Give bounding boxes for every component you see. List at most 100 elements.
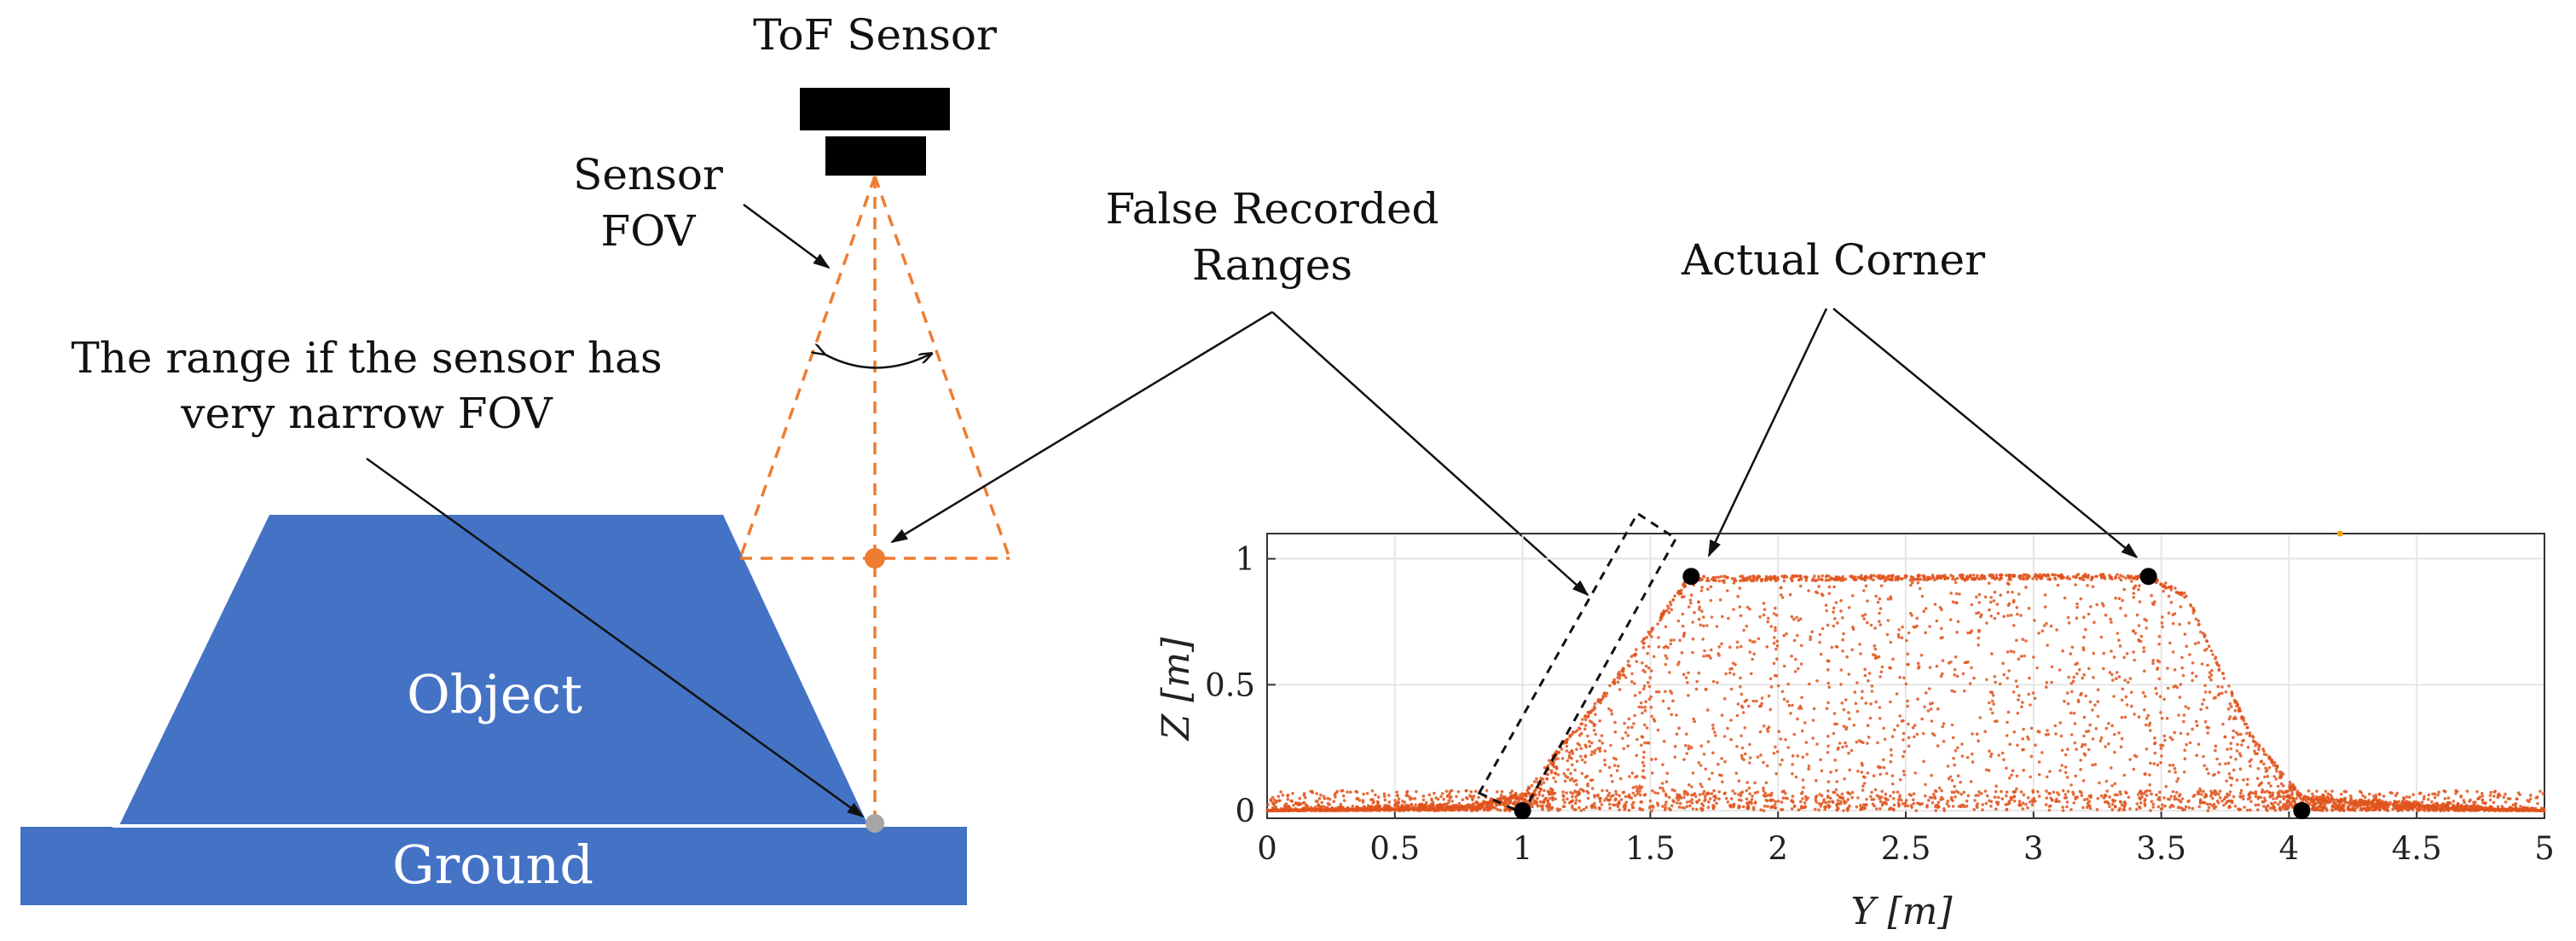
cloud-point: [1954, 580, 1958, 585]
cloud-point: [2459, 794, 2463, 798]
cloud-point: [2286, 806, 2289, 811]
cloud-point: [2377, 798, 2382, 802]
cloud-point: [1690, 798, 1694, 801]
cloud-point: [1624, 676, 1628, 679]
cloud-point: [1692, 717, 1695, 721]
cloud-point: [2012, 799, 2017, 803]
cloud-point: [1346, 790, 1349, 794]
cloud-point: [1884, 771, 1889, 776]
cloud-point: [1916, 697, 1919, 701]
cloud-point: [1905, 638, 1908, 643]
cloud-point: [2113, 750, 2116, 754]
cloud-point: [1907, 793, 1912, 796]
cloud-point: [1539, 788, 1543, 791]
cloud-point: [2127, 795, 2131, 800]
cloud-point: [1801, 778, 1805, 782]
cloud-point: [1402, 809, 1405, 812]
cloud-point: [1763, 725, 1766, 728]
cloud-point: [2480, 794, 2485, 798]
cloud-point: [2065, 576, 2069, 580]
cloud-point: [1839, 609, 1843, 613]
cloud-point: [1834, 601, 1838, 604]
cloud-point: [2528, 797, 2533, 801]
cloud-point: [1328, 803, 1331, 806]
cloud-point: [2016, 712, 2019, 715]
cloud-point: [1969, 780, 1973, 783]
cloud-point: [1887, 574, 1890, 578]
cloud-point: [1535, 777, 1538, 781]
cloud-point: [1876, 765, 1880, 769]
cloud-point: [1848, 717, 1851, 721]
cloud-point: [2272, 775, 2277, 778]
cloud-point: [2081, 676, 2084, 680]
cloud-point: [2326, 792, 2330, 796]
cloud-point: [2075, 605, 2079, 609]
cloud-point: [2227, 805, 2231, 809]
cloud-point: [2066, 789, 2070, 794]
cloud-point: [1596, 794, 1600, 798]
cloud-point: [2148, 721, 2152, 725]
cloud-point: [1640, 706, 1644, 709]
cloud-point: [2216, 693, 2220, 697]
cloud-point: [1635, 648, 1638, 651]
cloud-point: [1607, 765, 1612, 770]
cloud-point: [2118, 644, 2122, 648]
cloud-point: [1864, 701, 1867, 705]
cloud-point: [1844, 744, 1849, 748]
cloud-point: [1537, 790, 1542, 794]
cloud-point: [2015, 774, 2019, 778]
cloud-point: [2161, 625, 2164, 629]
cloud-point: [2066, 691, 2069, 695]
cloud-point: [1956, 746, 1959, 750]
cloud-point: [2214, 696, 2217, 700]
cloud-point: [1501, 796, 1505, 800]
cloud-point: [2009, 649, 2013, 653]
cloud-point: [1826, 681, 1831, 685]
cloud-point: [1472, 802, 1475, 805]
cloud-point: [1571, 792, 1575, 795]
cloud-point: [1734, 579, 1738, 583]
cloud-point: [1774, 606, 1777, 610]
cloud-point: [1645, 635, 1648, 639]
cloud-point: [2021, 748, 2024, 752]
cloud-point: [2232, 729, 2236, 733]
cloud-point: [2394, 794, 2398, 797]
cloud-point: [2247, 793, 2251, 796]
cloud-point: [1658, 619, 1662, 622]
cloud-point: [1925, 691, 1928, 695]
cloud-point: [1708, 797, 1712, 800]
cloud-point: [2061, 805, 2064, 809]
cloud-point: [1904, 682, 1908, 686]
cloud-point: [2175, 797, 2179, 801]
cloud-point: [1278, 799, 1282, 803]
cloud-point: [1732, 608, 1735, 611]
cloud-point: [1444, 789, 1449, 794]
cloud-point: [1271, 795, 1275, 800]
cloud-point: [1686, 680, 1689, 684]
cloud-point: [1731, 789, 1734, 793]
cloud-point: [1762, 760, 1765, 765]
cloud-point: [1841, 638, 1844, 642]
cloud-point: [1491, 805, 1495, 808]
cloud-point: [1699, 623, 1703, 626]
cloud-point: [2110, 649, 2113, 653]
cloud-point: [2278, 771, 2282, 774]
cloud-point: [1613, 720, 1617, 725]
cloud-point: [2453, 809, 2457, 812]
cloud-point: [1647, 697, 1652, 701]
cloud-point: [1855, 681, 1859, 684]
cloud-point: [1800, 790, 1804, 794]
cloud-point: [1630, 771, 1635, 775]
cloud-point: [1792, 732, 1797, 736]
cloud-point: [2012, 794, 2016, 799]
cloud-point: [2137, 624, 2141, 627]
cloud-point: [1611, 780, 1614, 783]
cloud-point: [1745, 801, 1749, 805]
cloud-point: [1774, 626, 1777, 630]
cloud-point: [1564, 774, 1568, 778]
cloud-point: [1782, 579, 1786, 583]
cloud-point: [1866, 742, 1869, 745]
cloud-point: [2151, 661, 2155, 665]
cloud-point: [2205, 638, 2208, 643]
cloud-point: [2029, 726, 2034, 730]
